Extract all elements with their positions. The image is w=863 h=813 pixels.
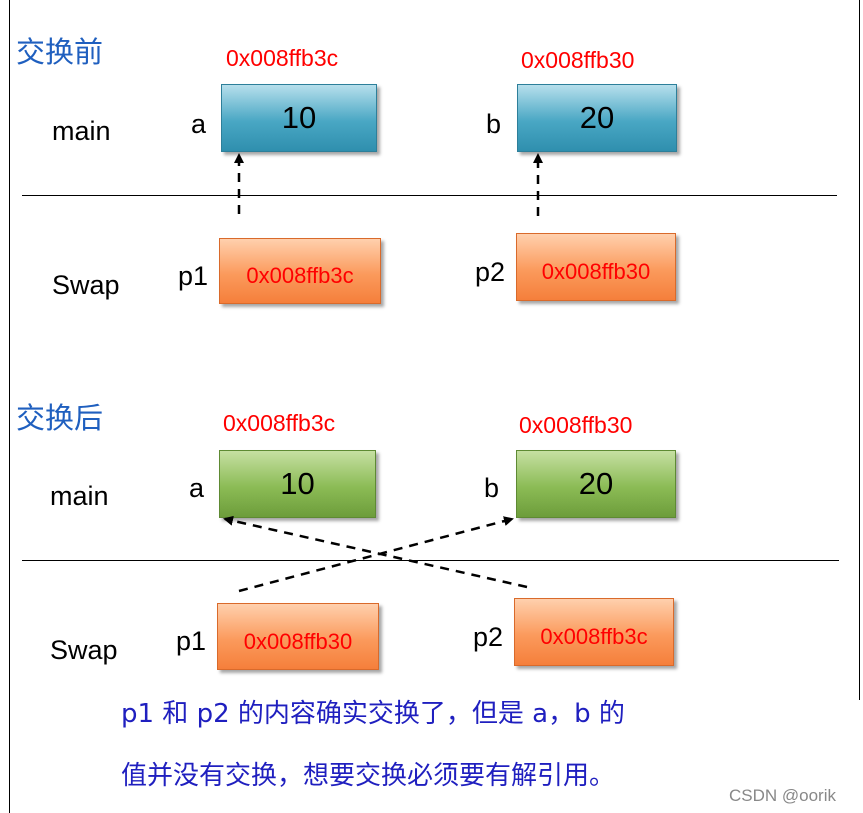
after-b-value: 20 [578,466,614,501]
before-title: 交换前 [16,35,104,69]
before-divider [22,195,837,196]
before-swap-label: Swap [52,270,120,300]
before-main-label: main [52,116,111,146]
after-a-address: 0x008ffb3c [223,410,336,436]
after-p1-to-b-arrow [238,516,514,593]
after-a-value: 10 [280,466,315,501]
before-p1-value: 0x008ffb3c [246,263,354,288]
after-p2-name: p2 [473,622,504,652]
after-swap-label: Swap [50,635,118,665]
before-a-name: a [191,109,207,139]
caption-line-1: p1 和 p2 的内容确实交换了，但是 a，b 的 [121,699,625,729]
caption-line-2: 值并没有交换，想要交换必须要有解引用。 [121,761,616,791]
before-a-value: 10 [281,100,317,135]
after-p1-name: p1 [176,626,207,656]
after-p2-value: 0x008ffb3c [540,624,648,649]
before-a-box: 10 [221,84,377,152]
before-a-address: 0x008ffb3c [226,45,339,71]
after-main-label: main [50,481,109,511]
before-p1-box: 0x008ffb3c [219,238,381,304]
watermark: CSDN @oorik [729,786,836,805]
after-p1-value: 0x008ffb30 [243,628,353,654]
before-p2-box: 0x008ffb30 [516,233,676,301]
before-p1-name: p1 [178,261,209,291]
frame-right-border [859,0,860,700]
before-b-address: 0x008ffb30 [521,47,635,73]
after-a-box: 10 [219,450,376,518]
before-b-name: b [486,109,502,139]
after-p2-to-a-arrow [223,515,528,589]
after-p1-box: 0x008ffb30 [217,603,379,670]
after-p2-box: 0x008ffb3c [514,598,674,666]
frame-left-border [9,0,10,813]
before-p2-value: 0x008ffb30 [541,259,651,284]
after-a-name: a [189,473,205,503]
after-b-box: 20 [516,450,676,518]
after-divider [22,560,839,561]
before-b-box: 20 [517,84,677,152]
after-b-address: 0x008ffb30 [519,412,633,438]
before-p2-name: p2 [475,257,506,287]
after-b-name: b [484,473,500,503]
before-b-value: 20 [579,100,615,135]
after-title: 交换后 [16,401,104,435]
